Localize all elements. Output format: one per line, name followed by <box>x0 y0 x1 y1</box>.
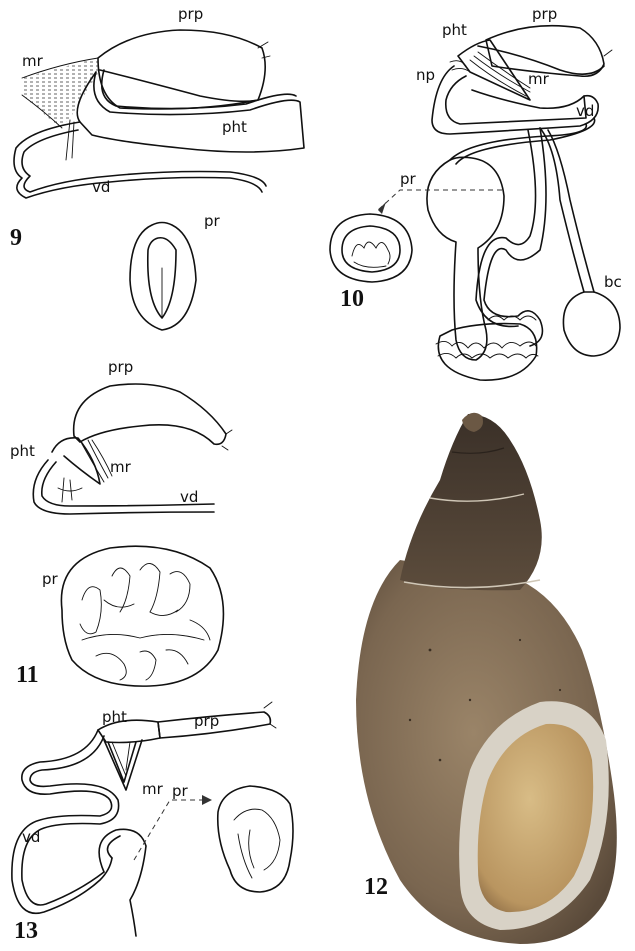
label-13-mr: mr <box>142 780 164 798</box>
label-13-pr: pr <box>172 782 189 800</box>
label-11-vd: vd <box>180 488 198 506</box>
label-10-prp: prp <box>532 5 557 23</box>
figure-11-prostate-section <box>61 546 223 686</box>
label-10-mr: mr <box>528 70 550 88</box>
figure-number-13: 13 <box>14 918 38 944</box>
label-9-pr: pr <box>204 212 221 230</box>
figure-11-drawing <box>33 384 232 514</box>
label-10-pr: pr <box>400 170 417 188</box>
label-9-vd: vd <box>92 178 110 196</box>
figure-10-drawing <box>330 26 620 380</box>
label-9-mr: mr <box>22 52 44 70</box>
label-10-np: np <box>416 66 435 84</box>
figure-9-drawing <box>14 30 304 330</box>
label-11-pr: pr <box>42 570 59 588</box>
figure-13-drawing <box>12 702 293 936</box>
label-11-prp: prp <box>108 358 133 376</box>
label-13-prp: prp <box>194 712 219 730</box>
label-13-vd: vd <box>22 828 40 846</box>
figure-number-12: 12 <box>364 874 388 900</box>
label-10-vd: vd <box>576 102 594 120</box>
label-10-pht: pht <box>442 21 467 39</box>
label-11-mr: mr <box>110 458 132 476</box>
label-11-pht: pht <box>10 442 35 460</box>
label-9-prp: prp <box>178 5 203 23</box>
figure-number-10: 10 <box>340 286 364 312</box>
figure-12-shell-photo <box>356 413 617 944</box>
label-9-pht: pht <box>222 118 247 136</box>
label-13-pht: pht <box>102 708 127 726</box>
figure-number-11: 11 <box>16 662 39 688</box>
figure-number-9: 9 <box>10 225 22 251</box>
label-10-bc: bc <box>604 273 622 291</box>
